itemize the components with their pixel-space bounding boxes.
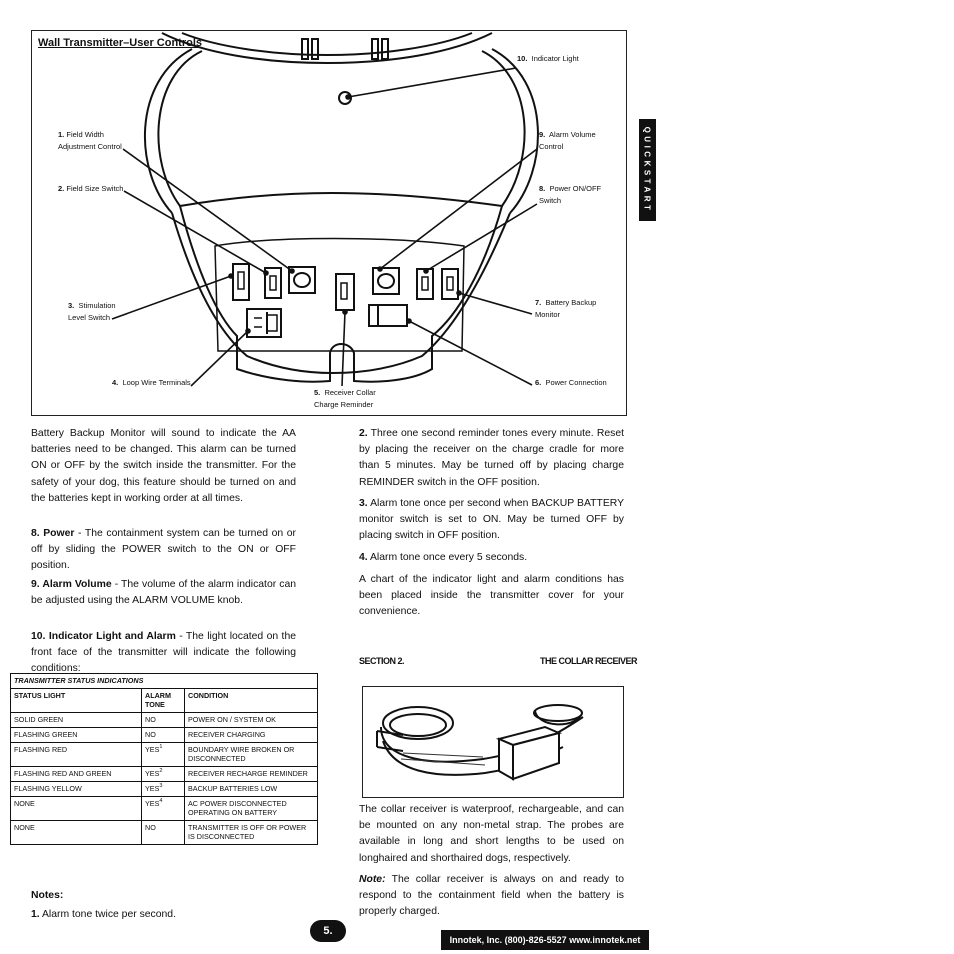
transmitter-illustration	[111, 32, 539, 387]
figure-title: Wall Transmitter–User Controls	[38, 37, 203, 49]
section-label: SECTION 2.	[359, 655, 405, 667]
field-size-switch	[264, 267, 282, 299]
indicator-text: - The light located on the front face of…	[31, 631, 297, 675]
condition-cell: AC POWER DISCONNECTED OPERATING ON BATTE…	[184, 796, 318, 821]
note-4: 4. Alarm tone once every 5 seconds.	[359, 552, 528, 563]
alarm-volume-knob	[372, 267, 400, 295]
header-status-light: STATUS LIGHT	[10, 688, 142, 713]
collar-receiver-illustration	[376, 704, 584, 781]
callout-loop-wire: 4. Loop Wire Terminals	[112, 378, 191, 387]
table-header-row: STATUS LIGHT ALARM TONE CONDITION	[10, 688, 318, 713]
tone-cell: NO	[141, 712, 185, 728]
power-text: - The containment system can be turned o…	[31, 528, 296, 572]
indicator-paragraph: 10. Indicator Light and Alarm - The ligh…	[31, 629, 296, 678]
indicator-heading: 10. Indicator Light and Alarm	[31, 631, 176, 642]
table-caption-row: TRANSMITTER STATUS INDICATIONS	[10, 673, 318, 689]
transmitter-diagram: Wall Transmitter–User Controls 10. Indic…	[31, 30, 627, 416]
alarm-volume-paragraph: 9. Alarm Volume - The volume of the alar…	[31, 577, 296, 609]
status-cell: SOLID GREEN	[10, 712, 142, 728]
indicator-light-icon	[338, 91, 352, 105]
callout-indicator-light: 10. Indicator Light	[517, 54, 579, 63]
note-label: Note:	[359, 874, 386, 885]
status-cell: FLASHING RED AND GREEN	[10, 766, 142, 782]
tone-cell: YES3	[141, 781, 185, 797]
collar-receiver-figure	[362, 686, 624, 798]
section-title: THE COLLAR RECEIVER	[540, 655, 638, 667]
condition-cell: BOUNDARY WIRE BROKEN OR DISCONNECTED	[184, 742, 318, 767]
collar-paragraph: The collar receiver is waterproof, recha…	[359, 804, 624, 864]
loop-wire-terminals	[246, 308, 282, 338]
power-connection-jack	[368, 304, 408, 327]
status-cell: FLASHING RED	[10, 742, 142, 767]
field-width-knob	[288, 266, 316, 294]
table-row: FLASHING RED AND GREEN YES2 RECEIVER REC…	[10, 766, 318, 782]
note-2: 2. Three one second reminder tones every…	[359, 428, 624, 488]
callout-field-size: 2. Field Size Switch	[58, 184, 124, 193]
condition-cell: POWER ON / SYSTEM OK	[184, 712, 318, 728]
collar-note-paragraph: Note: The collar receiver is always on a…	[359, 872, 624, 921]
status-cell: FLASHING GREEN	[10, 727, 142, 743]
battery-backup-switch	[441, 268, 459, 300]
note-1: 1. Alarm tone twice per second.	[31, 909, 176, 920]
header-condition: CONDITION	[184, 688, 318, 713]
status-table: TRANSMITTER STATUS INDICATIONS STATUS LI…	[10, 673, 318, 845]
tone-cell: YES2	[141, 766, 185, 782]
status-cell: FLASHING YELLOW	[10, 781, 142, 797]
battery-backup-paragraph: Battery Backup Monitor will sound to ind…	[31, 428, 296, 504]
tone-cell: YES4	[141, 796, 185, 821]
table-row: NONE YES4 AC POWER DISCONNECTED OPERATIN…	[10, 796, 318, 821]
table-row: NONE NO TRANSMITTER IS OFF OR POWER IS D…	[10, 820, 318, 845]
alarm-volume-text: - The volume of the alarm indicator can …	[31, 579, 297, 607]
condition-cell: BACKUP BATTERIES LOW	[184, 781, 318, 797]
condition-cell: TRANSMITTER IS OFF OR POWER IS DISCONNEC…	[184, 820, 318, 845]
table-row: FLASHING GREEN NO RECEIVER CHARGING	[10, 727, 318, 743]
page-number: 5.	[310, 920, 346, 942]
alarm-volume-heading: 9. Alarm Volume	[31, 579, 112, 590]
charge-reminder-switch	[335, 273, 355, 311]
quickstart-tab: QUICKSTART	[639, 119, 656, 221]
status-cell: NONE	[10, 796, 142, 821]
table-row: FLASHING YELLOW YES3 BACKUP BATTERIES LO…	[10, 781, 318, 797]
quickstart-label: QUICKSTART	[642, 126, 652, 214]
tone-cell: NO	[141, 727, 185, 743]
footer-contact: Innotek, Inc. (800)-826-5527 www.innotek…	[441, 930, 649, 950]
table-row: SOLID GREEN NO POWER ON / SYSTEM OK	[10, 712, 318, 728]
power-paragraph: 8. Power - The containment system can be…	[31, 526, 296, 575]
power-heading: 8. Power	[31, 528, 75, 539]
table-row: FLASHING RED YES1 BOUNDARY WIRE BROKEN O…	[10, 742, 318, 767]
callout-power-connection: 6. Power Connection	[535, 378, 607, 387]
stimulation-level-switch	[232, 263, 250, 301]
tone-cell: NO	[141, 820, 185, 845]
note-text: The collar receiver is always on and rea…	[359, 874, 624, 918]
condition-cell: RECEIVER CHARGING	[184, 727, 318, 743]
status-cell: NONE	[10, 820, 142, 845]
tone-cell: YES1	[141, 742, 185, 767]
notes-heading: Notes:	[31, 890, 64, 901]
chart-paragraph: A chart of the indicator light and alarm…	[359, 574, 624, 618]
table-caption: TRANSMITTER STATUS INDICATIONS	[10, 673, 318, 689]
header-alarm-tone: ALARM TONE	[141, 688, 185, 713]
condition-cell: RECEIVER RECHARGE REMINDER	[184, 766, 318, 782]
note-3: 3. Alarm tone once per second when BACKU…	[359, 498, 624, 542]
